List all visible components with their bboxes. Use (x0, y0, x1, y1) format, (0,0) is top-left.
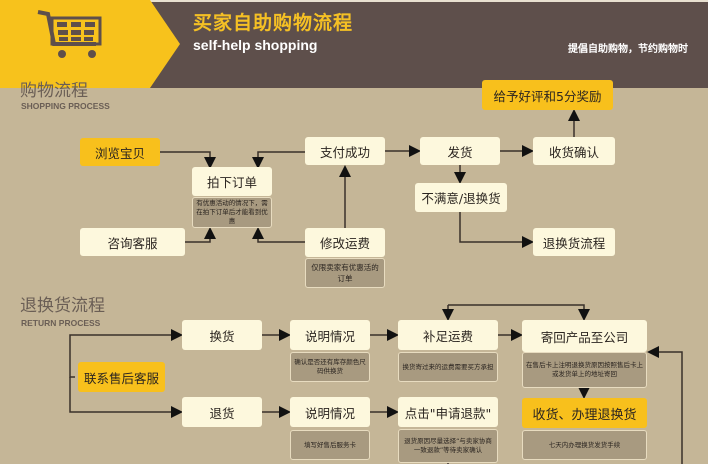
explain-exchange-note: 确认是否还有库存颜色尺码供换货 (290, 352, 370, 382)
explain-refund-note: 填写好售后服务卡 (290, 430, 370, 460)
step-unhappy: 不满意/退换货 (415, 183, 507, 212)
receive-note: 七天内办理换货发货手续 (522, 430, 647, 460)
step-exchange: 换货 (182, 320, 262, 350)
step-apply-refund: 点击"申请退款" (398, 397, 498, 427)
step-modify-shipping: 修改运费 (305, 228, 385, 257)
top-border (0, 0, 708, 2)
page-subtitle: self-help shopping (193, 37, 318, 53)
step-explain-refund: 说明情况 (290, 397, 370, 427)
send-back-note: 在售后卡上注明退换货原因按照售后卡上或发货单上的地址寄回 (522, 352, 647, 388)
modify-note: 仅限卖家有优惠活的订单 (305, 258, 385, 288)
step-refund: 退货 (182, 397, 262, 427)
return-section-subtitle: RETURN PROCESS (21, 318, 101, 328)
step-paid: 支付成功 (305, 137, 385, 165)
step-review: 给予好评和5分奖励 (482, 80, 613, 110)
return-section-title: 退换货流程 (20, 296, 105, 316)
order-note: 有优惠活动的情况下，需在拍下订单后才能看到优惠 (192, 197, 272, 228)
shipping-fee-note: 换货寄过来的运费需要买方承担 (398, 352, 498, 382)
step-receive-process: 收货、办理退换货 (522, 398, 647, 428)
apply-refund-note: 退货原因尽量选择“与卖家协商一致退款”等待卖家确认 (398, 429, 498, 463)
shopping-cart-icon (37, 10, 102, 58)
shopping-section-title: 购物流程 (20, 81, 88, 101)
step-confirm: 收货确认 (533, 137, 615, 165)
step-contact-service: 联系售后客服 (78, 362, 165, 392)
step-browse: 浏览宝贝 (80, 138, 160, 166)
step-consult: 咨询客服 (80, 228, 185, 256)
slogan: 提倡自助购物，节约购物时 (568, 44, 688, 55)
step-explain-exchange: 说明情况 (290, 320, 370, 350)
shopping-section-subtitle: SHOPPING PROCESS (21, 101, 110, 111)
step-order: 拍下订单 (192, 167, 272, 196)
page-title: 买家自助购物流程 (193, 12, 354, 34)
step-shipping-fee: 补足运费 (398, 320, 498, 350)
step-ship: 发货 (420, 137, 500, 165)
step-send-back: 寄回产品至公司 (522, 320, 647, 352)
step-return-flow[interactable]: 退换货流程 (533, 228, 615, 256)
